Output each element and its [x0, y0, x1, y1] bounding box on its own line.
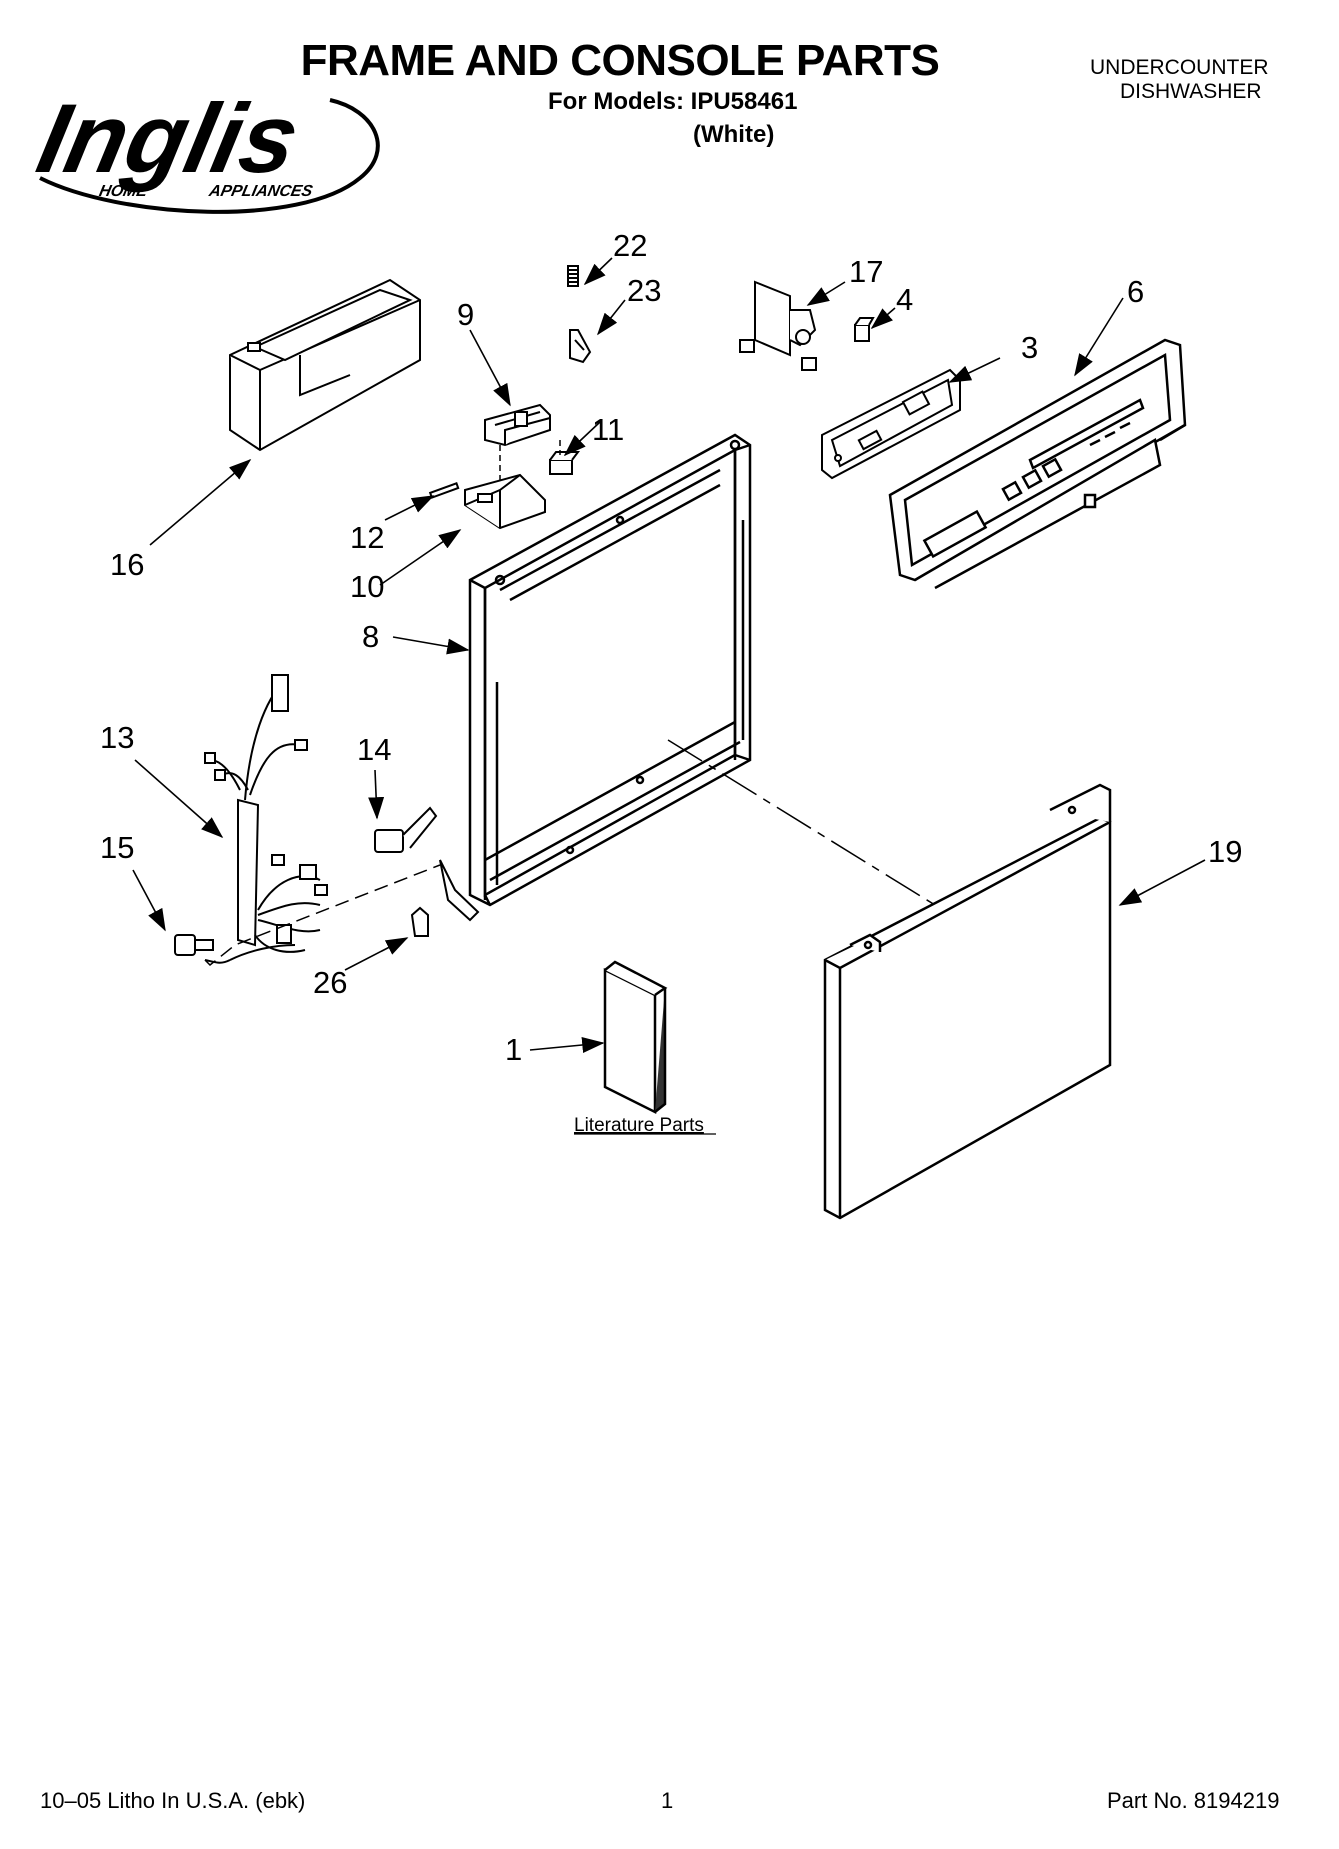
part-1-literature: [603, 960, 668, 1115]
callout-23: 23: [627, 273, 661, 308]
part-11-switch: [549, 451, 580, 475]
part-14-sensor: [374, 806, 438, 853]
logo-appliances: APPLIANCES: [207, 182, 315, 200]
page-title: FRAME AND CONSOLE PARTS: [300, 36, 940, 85]
callout-1: 1: [505, 1032, 522, 1067]
literature-parts-label: Literature Parts: [574, 1115, 704, 1136]
model-color: (White): [693, 121, 775, 148]
part-number: Part No. 8194219: [1107, 1788, 1280, 1813]
part-9-latch-assembly: [484, 403, 551, 447]
callout-4: 4: [896, 282, 913, 317]
part-10-housing: [464, 473, 546, 530]
logo-home: HOME: [97, 182, 150, 200]
callout-11: 11: [592, 412, 624, 447]
part-17-control: [739, 280, 817, 371]
callout-12: 12: [350, 520, 384, 555]
part-13-wire-harness: [204, 674, 328, 964]
callout-15: 15: [100, 830, 134, 865]
callout-8: 8: [362, 619, 379, 654]
part-3-user-interface: [821, 368, 961, 480]
brand-logo: Inglis HOME APPLIANCES: [29, 84, 380, 214]
category-line-2: DISHWASHER: [1120, 80, 1262, 103]
part-15-screw: [174, 934, 214, 956]
part-12-pin: [428, 482, 460, 499]
part-6-console: [888, 338, 1187, 590]
callout-16: 16: [110, 547, 144, 582]
callout-9: 9: [457, 297, 474, 332]
callout-19: 19: [1208, 834, 1242, 869]
part-4-button: [854, 317, 875, 342]
callout-17: 17: [849, 254, 883, 289]
model-number: For Models: IPU58461: [548, 88, 798, 115]
part-22-spring: [567, 265, 579, 287]
page-number: 1: [661, 1788, 674, 1813]
callout-26: 26: [313, 965, 347, 1000]
part-26-clip: [410, 906, 429, 937]
callout-leaders: [132, 257, 1206, 1053]
part-16-top-cover: [229, 278, 421, 452]
logo-wordmark: Inglis: [29, 84, 308, 194]
callout-13: 13: [100, 720, 134, 755]
callout-10: 10: [350, 569, 384, 604]
callout-3: 3: [1021, 330, 1038, 365]
callout-14: 14: [357, 732, 391, 767]
part-19-door-panel: [823, 783, 1112, 1220]
callout-22: 22: [613, 228, 647, 263]
part-8-frame: [468, 433, 752, 907]
footer-print-info: 10–05 Litho In U.S.A. (ebk): [40, 1788, 306, 1813]
callout-6: 6: [1127, 274, 1144, 309]
category-line-1: UNDERCOUNTER: [1090, 56, 1269, 79]
part-23-latch: [569, 329, 592, 364]
callout-labels: 22 23 17 4 6 9 3 11 12 16 10 8 13 14 15 …: [100, 228, 1242, 1067]
